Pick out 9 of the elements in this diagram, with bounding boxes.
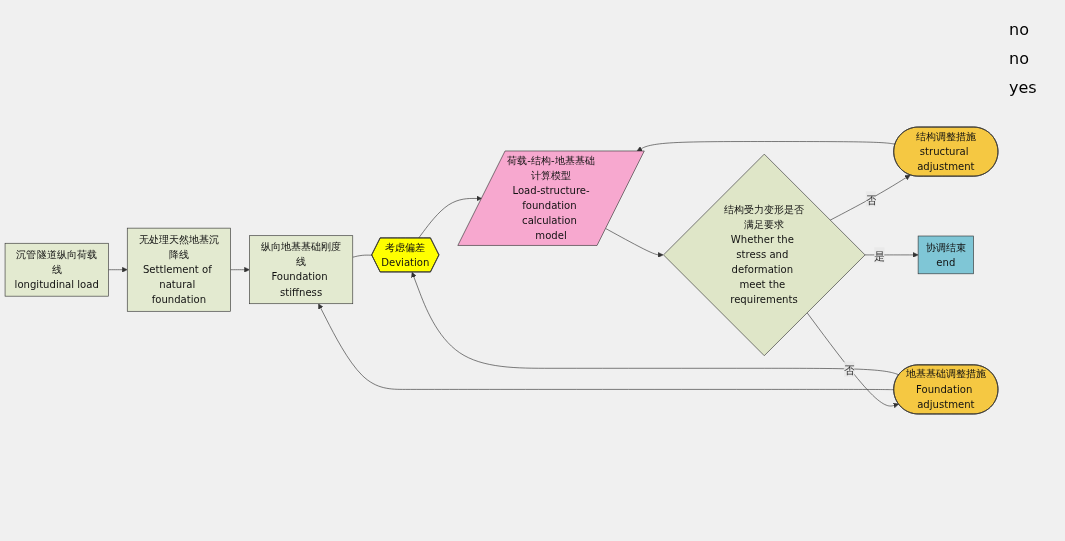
note-text: yes xyxy=(1009,78,1038,97)
note-text: no xyxy=(1009,49,1030,68)
node-box: 纵向地基基础刚度线 Foundation stiffness xyxy=(249,235,354,305)
node-box: 协调结束 end xyxy=(917,235,974,275)
node-box: 沉管隧道纵向荷载线 longitudinal load xyxy=(4,242,109,297)
node-box: 无处理天然地基沉降线 Settlement of natural foundation xyxy=(126,227,231,312)
connector xyxy=(352,254,373,258)
note-text: no xyxy=(1009,20,1030,39)
node-diamond: 结构受力变形是否满足要求 Whether the stress and deformation meet the requirements xyxy=(663,153,866,356)
